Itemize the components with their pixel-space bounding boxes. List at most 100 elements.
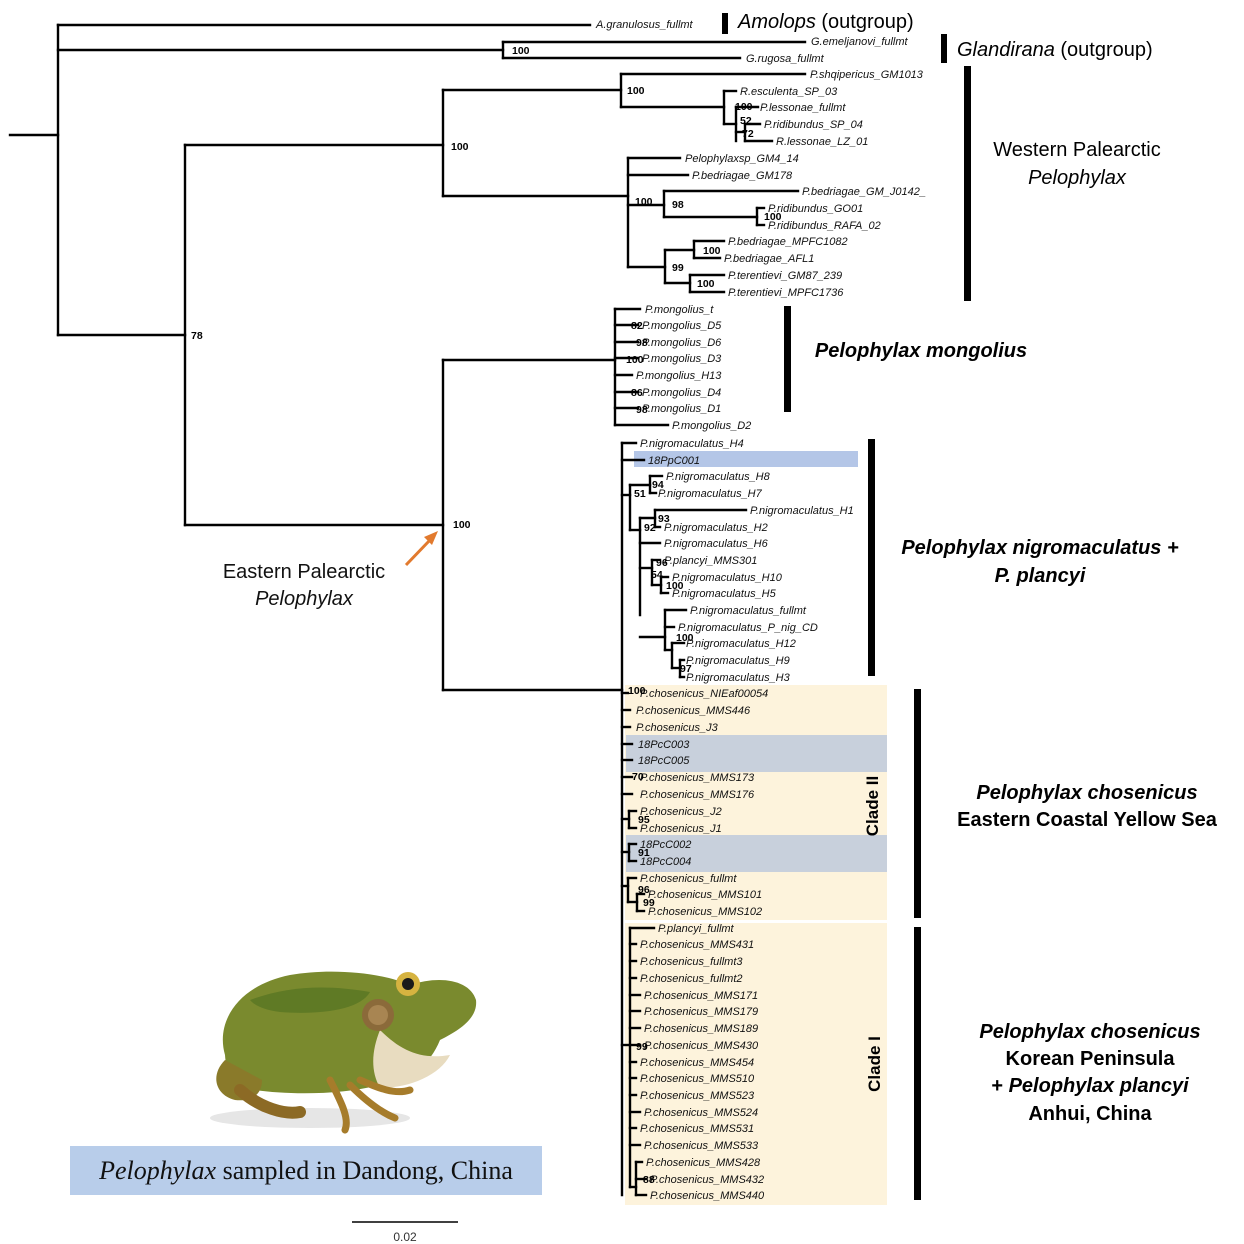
clade-i-background <box>625 923 887 1205</box>
taxon-label: P.chosenicus_MMS173 <box>640 772 755 784</box>
taxon-label: P.chosenicus_MMS189 <box>644 1023 758 1035</box>
bootstrap-value: 100 <box>453 519 471 531</box>
bootstrap-value: 70 <box>632 771 644 783</box>
bootstrap-value: 92 <box>644 522 656 534</box>
bootstrap-value: 100 <box>627 85 645 97</box>
taxon-label: G.rugosa_fullmt <box>746 53 825 65</box>
chosenicus-clade-i-label-line2: Korean Peninsula <box>1006 1048 1176 1070</box>
bootstrap-value: 72 <box>742 128 754 140</box>
taxon-label: P.nigromaculatus_H8 <box>666 471 771 483</box>
bootstrap-value: 97 <box>680 663 692 675</box>
taxon-label: P.mongolius_D1 <box>642 403 721 415</box>
bootstrap-value: 86 <box>631 387 643 399</box>
bootstrap-value: 99 <box>672 262 684 274</box>
chosenicus-clade-i-label-line3: + Pelophylax plancyi <box>991 1075 1189 1097</box>
taxon-label: P.chosenicus_MMS454 <box>640 1057 754 1069</box>
taxon-label: P.chosenicus_fullmt2 <box>640 973 743 985</box>
taxon-label: 18PpC001 <box>648 455 700 467</box>
taxon-label: P.ridibundus_GO01 <box>768 203 863 215</box>
taxon-label: P.shqipericus_GM1013 <box>810 69 924 81</box>
chosenicus-clade-ii-label-line1: Pelophylax chosenicus <box>976 782 1197 804</box>
bootstrap-value: 91 <box>638 847 650 859</box>
bootstrap-value: 78 <box>191 330 203 342</box>
eastern-palearctic-genus: Pelophylax <box>255 588 354 610</box>
taxon-label: P.chosenicus_MMS523 <box>640 1090 755 1102</box>
taxon-label: P.plancyi_MMS301 <box>664 555 757 567</box>
nigromaculatus-label-line2: P. plancyi <box>995 565 1086 587</box>
taxon-label: P.chosenicus_fullmt3 <box>640 956 743 968</box>
taxon-label: P.mongolius_D3 <box>642 353 722 365</box>
chosenicus-clade-ii-label-line2: Eastern Coastal Yellow Sea <box>957 809 1218 831</box>
bootstrap-value: 54 <box>651 569 663 581</box>
glandirana-label: Glandirana (outgroup) <box>957 39 1153 61</box>
taxon-label: 18PcC003 <box>638 739 690 751</box>
taxon-label: P.chosenicus_MMS171 <box>644 990 758 1002</box>
glandirana-bar <box>941 34 947 63</box>
western-palearctic-label: Western Palearctic <box>993 139 1160 161</box>
taxon-label: P.chosenicus_MMS101 <box>648 889 762 901</box>
taxon-label: P.chosenicus_J2 <box>640 806 722 818</box>
taxon-label: P.chosenicus_MMS431 <box>640 939 754 951</box>
bootstrap-value: 100 <box>735 101 753 113</box>
taxon-label: P.ridibundus_SP_04 <box>764 119 863 131</box>
bootstrap-value: 100 <box>451 141 469 153</box>
taxon-label: P.nigromaculatus_H5 <box>672 588 777 600</box>
bootstrap-value: 98 <box>636 404 648 416</box>
mongolius-label: Pelophylax mongolius <box>815 340 1027 362</box>
taxon-label: P.nigromaculatus_H7 <box>658 488 763 500</box>
taxon-label: P.chosenicus_MMS102 <box>648 906 762 918</box>
taxon-label: Pelophylaxsp_GM4_14 <box>685 153 799 165</box>
taxon-label: P.lessonae_fullmt <box>760 102 846 114</box>
taxon-label: P.bedriagae_MPFC1082 <box>728 236 848 248</box>
western-palearctic-genus: Pelophylax <box>1028 167 1127 189</box>
taxon-label: P.mongolius_H13 <box>636 370 722 382</box>
taxon-label: 18PcC004 <box>640 856 691 868</box>
bootstrap-value: 100 <box>512 45 530 57</box>
taxon-label: P.bedriagae_GM178 <box>692 170 793 182</box>
taxon-label: P.terentievi_GM87_239 <box>728 270 842 282</box>
bootstrap-value: 93 <box>658 513 670 525</box>
bootstrap-value: 82 <box>631 320 643 332</box>
taxon-label: P.nigromaculatus_H9 <box>686 655 790 667</box>
bootstrap-value: 52 <box>740 115 752 127</box>
taxon-label: 18PcC005 <box>638 755 690 767</box>
clade-ii-background <box>625 685 887 920</box>
bootstrap-value: 100 <box>628 685 646 697</box>
taxon-label: P.plancyi_fullmt <box>658 923 735 935</box>
taxon-label: P.nigromaculatus_H4 <box>640 438 744 450</box>
clade-i-label: Clade I <box>865 1036 884 1092</box>
taxon-label: P.chosenicus_MMS446 <box>636 705 751 717</box>
taxon-label: P.chosenicus_MMS510 <box>640 1073 755 1085</box>
taxon-label: P.nigromaculatus_H12 <box>686 638 796 650</box>
bootstrap-value: 100 <box>697 278 715 290</box>
taxon-label: P.mongolius_D6 <box>642 337 722 349</box>
taxon-label: P.chosenicus_MMS533 <box>644 1140 759 1152</box>
taxon-label: P.chosenicus_MMS524 <box>644 1107 758 1119</box>
bootstrap-value: 100 <box>764 211 782 223</box>
taxon-label: P.chosenicus_fullmt <box>640 873 737 885</box>
taxon-label: P.nigromaculatus_fullmt <box>690 605 807 617</box>
amolops-bar <box>722 13 728 34</box>
taxon-label: P.nigromaculatus_H3 <box>686 672 791 684</box>
caption: Pelophylax sampled in Dandong, China <box>70 1146 542 1195</box>
taxon-label: P.chosenicus_MMS428 <box>646 1157 761 1169</box>
bootstrap-value: 100 <box>626 354 644 366</box>
clade-ii-label: Clade II <box>863 776 882 836</box>
taxon-label: P.chosenicus_MMS430 <box>644 1040 759 1052</box>
eastern-palearctic-label: Eastern Palearctic <box>223 561 385 583</box>
taxon-label: P.mongolius_D2 <box>672 420 751 432</box>
sample-highlight-18ppc001 <box>634 451 858 467</box>
tree-branches <box>8 23 807 1197</box>
clade-i-bar <box>914 927 921 1200</box>
western-palearctic-bar <box>964 66 971 301</box>
chosenicus-clade-i-label-line1: Pelophylax chosenicus <box>979 1021 1200 1043</box>
taxon-label: P.chosenicus_NIEaf00054 <box>640 688 768 700</box>
nigromaculatus-label-line1: Pelophylax nigromaculatus + <box>901 537 1179 559</box>
taxon-label: P.chosenicus_MMS179 <box>644 1006 758 1018</box>
taxon-label: P.nigromaculatus_H1 <box>750 505 854 517</box>
taxon-label: A.granulosus_fullmt <box>595 19 694 31</box>
taxon-label: 18PcC002 <box>640 839 691 851</box>
arrow-icon <box>404 531 438 567</box>
frog-illustration <box>210 971 477 1134</box>
